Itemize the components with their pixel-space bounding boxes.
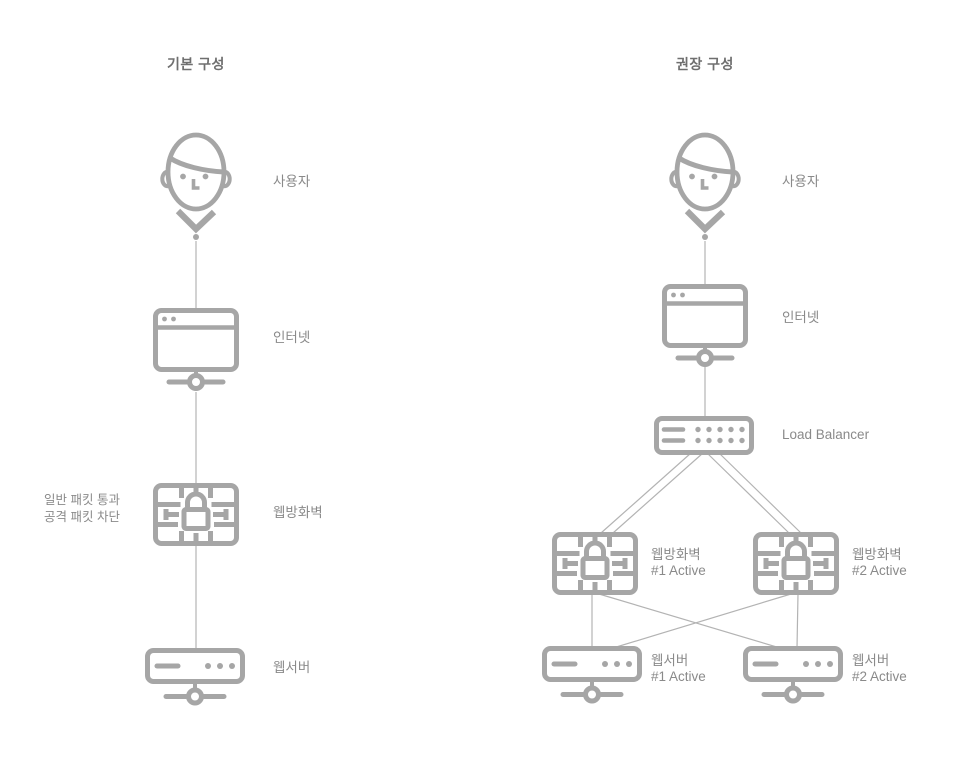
- web-server-1-label: 웹서버 #1 Active: [651, 653, 706, 685]
- firewall-icon: [153, 483, 239, 546]
- internet-browser-icon: [153, 308, 239, 394]
- firewall-note-line1: 일반 패킷 통과: [44, 493, 120, 507]
- web-server-2-status: #2 Active: [852, 669, 907, 684]
- web-server-1-status: #1 Active: [651, 669, 706, 684]
- edge-lb-waf1-b: [612, 452, 704, 534]
- user-icon: [158, 126, 234, 240]
- firewall-1-status: #1 Active: [651, 563, 706, 578]
- firewall-2-status: #2 Active: [852, 563, 907, 578]
- web-server-2-label: 웹서버 #2 Active: [852, 653, 907, 685]
- web-server-2-name: 웹서버: [852, 653, 890, 668]
- edge-waf2-ws2: [796, 593, 799, 649]
- firewall-2-icon: [753, 532, 839, 595]
- firewall-2-label: 웹방화벽 #2 Active: [852, 547, 907, 579]
- load-balancer-label: Load Balancer: [782, 427, 870, 442]
- user-label: 사용자: [782, 174, 820, 189]
- firewall-label: 웹방화벽: [273, 505, 323, 520]
- firewall-1-icon: [552, 532, 638, 595]
- firewall-note-line2: 공격 패킷 차단: [44, 509, 120, 524]
- firewall-1-name: 웹방화벽: [651, 547, 701, 562]
- internet-browser-icon: [662, 284, 748, 370]
- web-server-1-name: 웹서버: [651, 653, 689, 668]
- web-server-label: 웹서버: [273, 660, 311, 675]
- web-server-icon: [145, 648, 245, 710]
- internet-label: 인터넷: [782, 310, 820, 325]
- recommended-diagram-title: 권장 구성: [676, 56, 734, 72]
- web-server-2-icon: [743, 646, 843, 708]
- firewall-1-label: 웹방화벽 #1 Active: [651, 547, 706, 579]
- edge-waf2-ws1: [612, 593, 792, 649]
- web-server-1-icon: [542, 646, 642, 708]
- internet-label: 인터넷: [273, 330, 311, 345]
- edge-waf1-ws2: [598, 593, 781, 649]
- user-icon: [667, 126, 743, 240]
- user-label: 사용자: [273, 174, 311, 189]
- firewall-2-name: 웹방화벽: [852, 547, 902, 562]
- edge-lb-waf1-a: [600, 452, 692, 534]
- load-balancer-icon: [654, 416, 754, 455]
- edge-lb-waf2-a: [706, 452, 790, 534]
- basic-diagram-title: 기본 구성: [167, 56, 225, 72]
- firewall-note: 일반 패킷 통과 공격 패킷 차단: [27, 492, 137, 525]
- edge-lb-waf2-b: [718, 452, 802, 534]
